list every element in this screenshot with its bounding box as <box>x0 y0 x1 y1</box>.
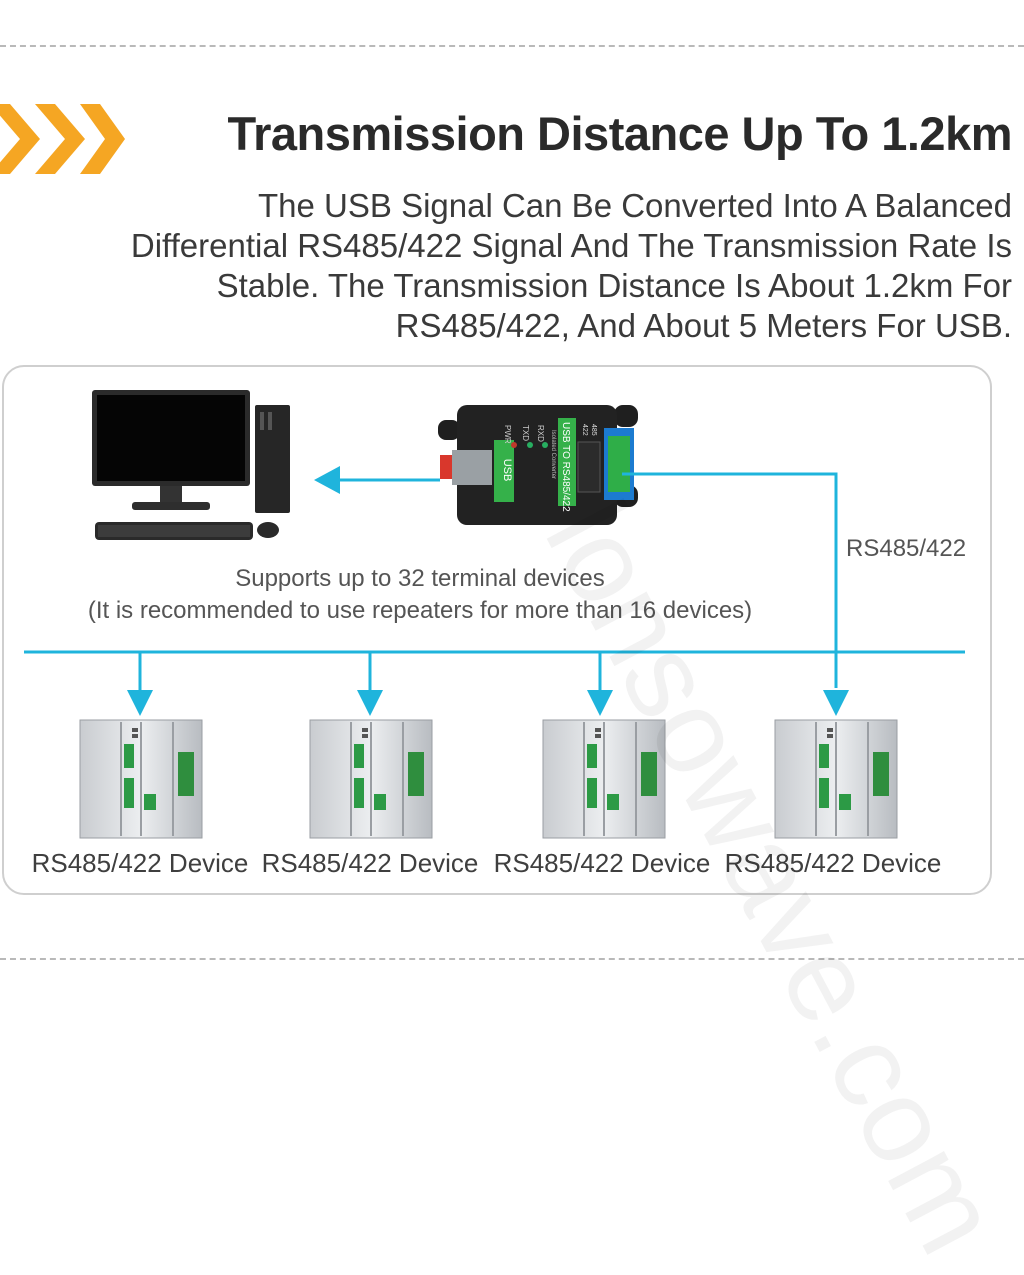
top-divider <box>0 45 1024 47</box>
terminal-label-485: 485 <box>590 424 597 436</box>
led-label-pwr: PWR <box>503 425 512 444</box>
topology-diagram: USB PWR TXD RXD USB TO RS485/422 Isolate… <box>24 390 965 839</box>
rs485-device-icon <box>79 719 203 839</box>
description-line: The USB Signal Can Be Converted Into A B… <box>258 187 1012 224</box>
arrow-heads <box>127 466 849 716</box>
device-label: RS485/422 Device <box>31 848 249 878</box>
led-label-txd: TXD <box>521 425 530 441</box>
terminal-label-422: 422 <box>581 424 588 436</box>
description-line: Differential RS485/422 Signal And The Tr… <box>130 227 1012 264</box>
description: The USB Signal Can Be Converted Into A B… <box>2 186 1012 346</box>
converter-sub-text: Isolated Converter <box>550 430 556 479</box>
rs485-device-icon <box>309 719 433 839</box>
device-label: RS485/422 Device <box>493 848 711 878</box>
device-label: RS485/422 Device <box>724 848 942 878</box>
description-line: Stable. The Transmission Distance Is Abo… <box>216 267 1012 304</box>
arrow-down-icon <box>587 690 613 716</box>
diagram-panel <box>2 365 992 895</box>
rs485-device-icon <box>542 719 666 839</box>
device-label: RS485/422 Device <box>261 848 479 878</box>
usb-converter-device: USB PWR TXD RXD USB TO RS485/422 Isolate… <box>438 405 638 525</box>
arrow-down-icon <box>357 690 383 716</box>
support-note-line1: Supports up to 32 terminal devices <box>235 565 605 592</box>
device-group <box>79 719 898 839</box>
chevron-arrows-icon <box>0 104 125 174</box>
usb-port-label: USB <box>501 459 513 482</box>
arrow-down-icon <box>823 690 849 716</box>
converter-model-text: USB TO RS485/422 <box>560 422 571 512</box>
page-title: Transmission Distance Up To 1.2km <box>227 107 1013 160</box>
arrow-left-icon <box>314 466 340 494</box>
description-line: RS485/422, And About 5 Meters For USB. <box>395 307 1012 344</box>
bottom-divider <box>0 958 1024 960</box>
support-note-line2: (It is recommended to use repeaters for … <box>87 597 753 624</box>
rs485-device-icon <box>774 719 898 839</box>
arrow-down-icon <box>127 690 153 716</box>
led-label-rxd: RXD <box>536 425 545 442</box>
computer-icon <box>92 390 290 540</box>
bus-label: RS485/422 <box>846 535 967 562</box>
connection-lines <box>24 472 965 690</box>
